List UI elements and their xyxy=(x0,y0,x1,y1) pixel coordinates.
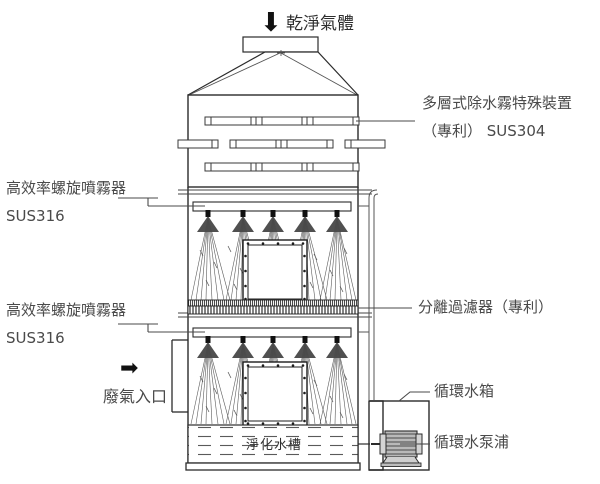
lower-spray-header-pipe xyxy=(192,327,352,338)
upper-spray-stage xyxy=(190,201,357,305)
lower-spray-stage xyxy=(190,327,357,427)
clean-gas-outlet-stack xyxy=(242,36,319,53)
water-tank-label: 循環水箱 xyxy=(434,382,495,400)
waste-gas-inlet-duct xyxy=(171,339,188,413)
upper-spray-header-pipe xyxy=(192,201,352,212)
separation-filter-bed xyxy=(187,299,359,315)
demister-row-1 xyxy=(204,116,360,126)
purification-water-basin xyxy=(185,424,361,471)
right-arrow-icon: ➡ xyxy=(120,356,139,381)
lower-sprayer-label-line2: SUS316 xyxy=(6,329,65,347)
lower-inspection-window xyxy=(242,361,308,427)
demister-label-line1: 多層式除水霧特殊裝置 xyxy=(422,94,573,112)
water-pump-label: 循環水泵浦 xyxy=(434,433,510,451)
circulating-water-pump xyxy=(371,430,423,467)
leader-water-tank xyxy=(398,391,430,402)
tower-body-shell xyxy=(178,187,372,463)
waste-gas-inlet-label: 廢氣入口 xyxy=(103,387,168,406)
lower-sprayer-label-line1: 高效率螺旋噴霧器 xyxy=(6,301,127,319)
clean-gas-label: 乾淨氣體 xyxy=(286,14,354,34)
up-arrow-icon: ⬇ xyxy=(260,8,282,38)
recirculation-piping xyxy=(358,189,379,445)
leader-lines xyxy=(118,120,430,445)
demister-row-3 xyxy=(204,162,360,172)
tapered-hood xyxy=(187,50,359,96)
demister-label-line2: （專利） SUS304 xyxy=(422,122,546,140)
upper-sprayer-label-line2: SUS316 xyxy=(6,207,65,225)
filter-label: 分離過濾器（專利） xyxy=(418,298,554,316)
basin-label: 淨化水槽 xyxy=(246,438,303,453)
upper-inspection-window xyxy=(242,239,308,305)
upper-sprayer-label-line1: 高效率螺旋噴霧器 xyxy=(6,179,127,197)
demister-row-2 xyxy=(177,139,386,149)
multi-layer-demister-section xyxy=(177,94,386,188)
